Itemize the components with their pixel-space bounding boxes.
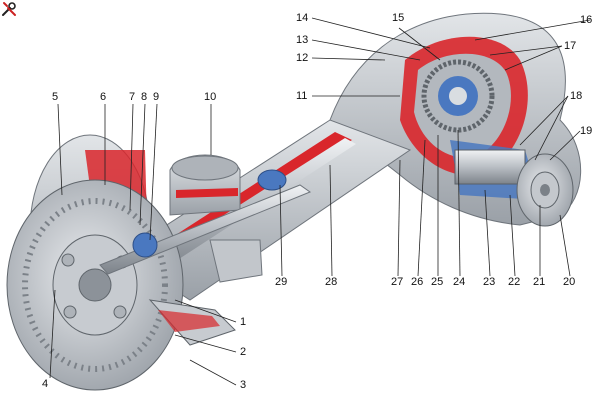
callout-19: 19 xyxy=(580,125,593,137)
callout-26: 26 xyxy=(411,276,424,288)
callout-4: 4 xyxy=(42,378,49,390)
callout-6: 6 xyxy=(100,91,107,103)
callout-28: 28 xyxy=(325,276,338,288)
lower-bracket xyxy=(209,239,263,283)
callout-1: 1 xyxy=(240,316,247,328)
tube-seal xyxy=(257,169,287,191)
wheel-bearing xyxy=(132,232,158,258)
callout-3: 3 xyxy=(240,379,247,391)
callout-13: 13 xyxy=(296,34,309,46)
callout-18: 18 xyxy=(570,90,583,102)
leader-lines xyxy=(49,17,591,386)
callout-27: 27 xyxy=(391,276,404,288)
brake-drum-assembly xyxy=(6,134,236,391)
callout-7: 7 xyxy=(129,91,136,103)
callout-12: 12 xyxy=(296,52,309,64)
callout-10: 10 xyxy=(204,91,217,103)
callout-24: 24 xyxy=(453,276,466,288)
callout-23: 23 xyxy=(483,276,496,288)
callout-22: 22 xyxy=(508,276,521,288)
callout-14: 14 xyxy=(296,12,309,24)
callout-2: 2 xyxy=(240,346,247,358)
wrench-screwdriver-icon xyxy=(2,2,16,16)
callout-5: 5 xyxy=(52,91,59,103)
callout-16: 16 xyxy=(580,14,593,26)
callout-20: 20 xyxy=(563,276,576,288)
callout-17: 17 xyxy=(564,40,577,52)
callout-29: 29 xyxy=(275,276,288,288)
pinion-flange xyxy=(450,140,574,227)
callout-11: 11 xyxy=(296,90,308,102)
spring-seat xyxy=(169,154,241,216)
callout-21: 21 xyxy=(533,276,546,288)
callout-9: 9 xyxy=(153,91,160,103)
callout-25: 25 xyxy=(431,276,444,288)
callout-8: 8 xyxy=(141,91,148,103)
callout-15: 15 xyxy=(392,12,405,24)
